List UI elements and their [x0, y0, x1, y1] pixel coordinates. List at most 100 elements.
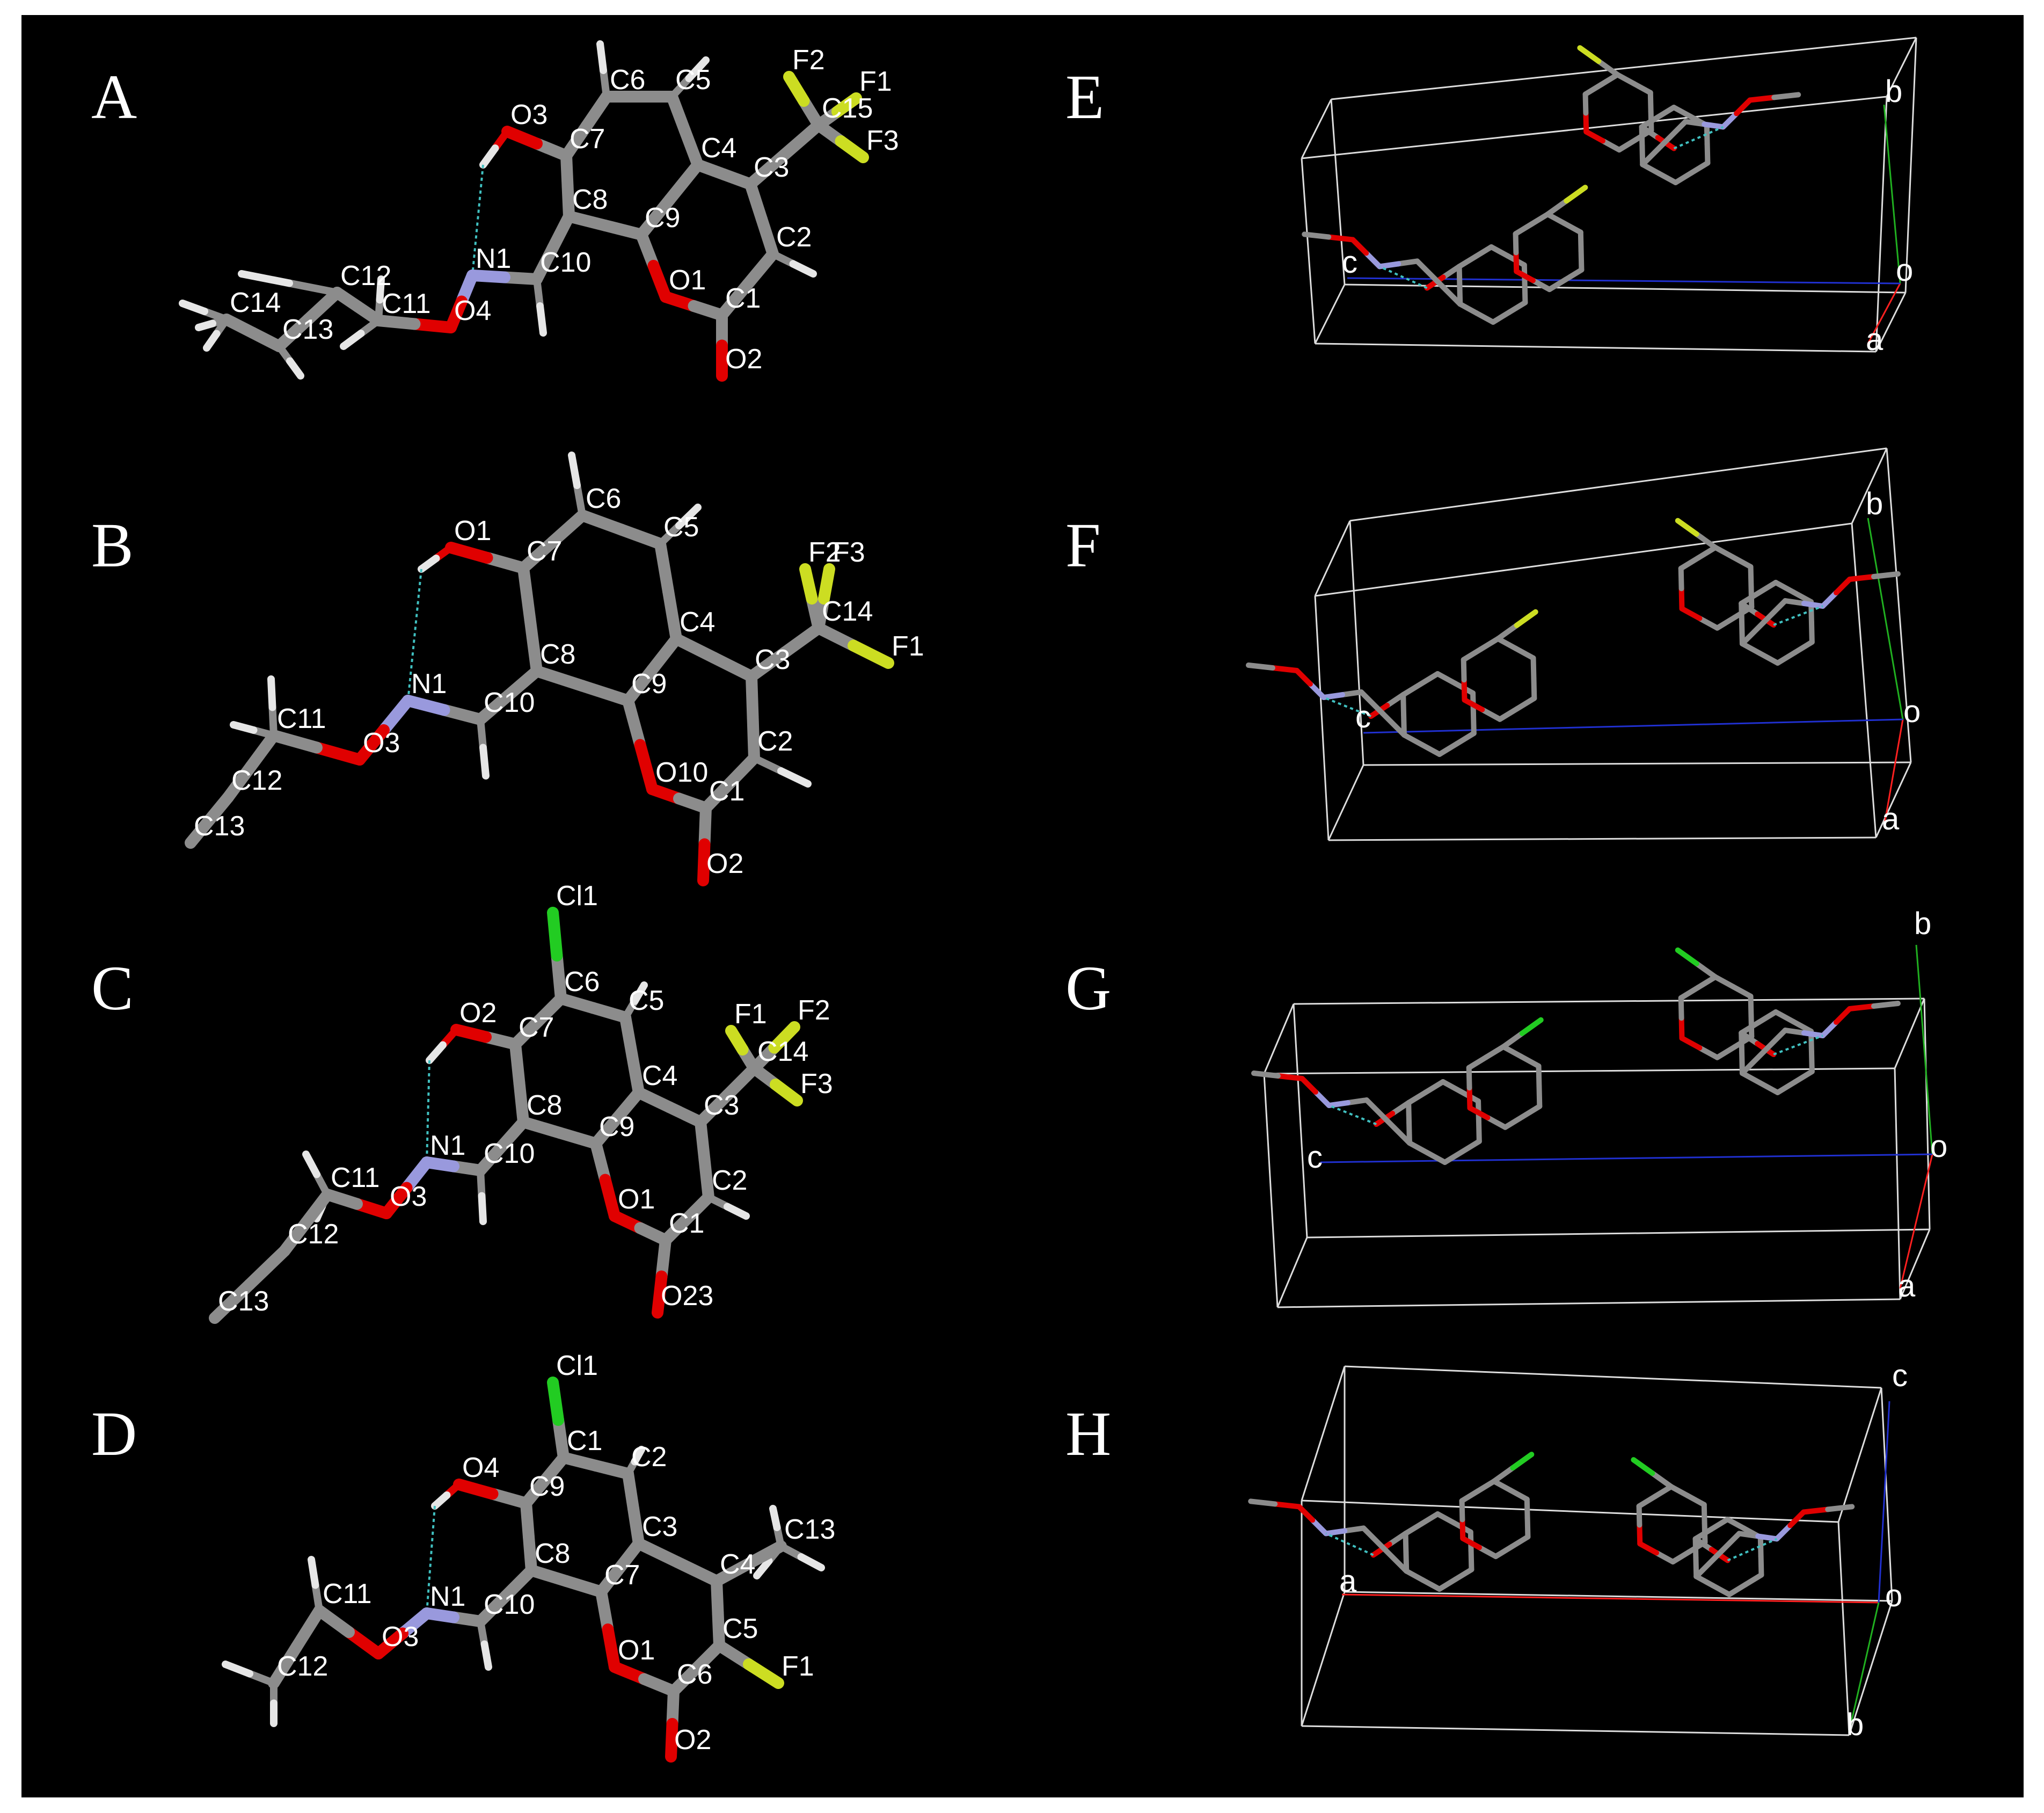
h-bond-stick-11-half-2	[195, 319, 216, 331]
mol-1-a-ring-bond-4-half-2	[1791, 1018, 1814, 1034]
bond-c6-cl1-half-2	[547, 907, 563, 962]
atom-label-f3: F3	[866, 125, 899, 156]
mol-1-b-ring-bond-2-half-1	[1637, 1522, 1643, 1547]
bond-c1-cl1-half-2	[547, 1377, 564, 1426]
bond-c9-o1-half-2	[599, 1174, 620, 1222]
bond-o3-c11-half-2	[268, 730, 323, 754]
mol-1-b-ring-bond-1-half-2	[1583, 129, 1605, 144]
bond-c3-c14-half-1	[746, 646, 791, 682]
mol-0-a-ring-bond-1-half-1	[1473, 310, 1496, 325]
mol-0-b-ring-bond-2-half-1	[1461, 677, 1468, 703]
mol-0-a-ring-bond-5-half-2	[1470, 710, 1477, 736]
packing-panel-e	[1301, 37, 1917, 353]
cell-edge-back-3	[1349, 520, 1364, 766]
bond-c8-c10-half-2	[474, 689, 515, 725]
mol-1-alkyl-half-2	[1871, 1001, 1901, 1009]
bond-c7-c8-half-1	[509, 1038, 525, 1089]
cell-edge-back-2	[1306, 1228, 1930, 1239]
bond-c8-c9-half-1	[531, 665, 588, 692]
bond-c9-c4-half-2	[663, 159, 704, 206]
mol-1-a-ring-bond-0-half-1	[1792, 1068, 1815, 1085]
mol-0-a-ring-bond-1-half-2	[1457, 301, 1479, 316]
bond-c2-c3-half-1	[747, 711, 760, 764]
mol-0-imine-half-1	[1382, 1547, 1410, 1574]
mol-1-a-ring-bond-5-half-2	[1704, 141, 1711, 166]
mol-1-b-ring-bond-4-half-2	[1730, 984, 1754, 999]
mol-0-b-ring-bond-0-half-1	[1514, 695, 1537, 712]
mol-0-a-ring-bond-0-half-1	[1452, 1567, 1474, 1582]
mol-1-substituent-half-2	[1577, 45, 1602, 64]
mol-0-imine-half-2	[1414, 258, 1442, 286]
mol-0-a-ring-bond-0-half-1	[1506, 300, 1528, 315]
mol-1-b-ring-bond-0-half-2	[1616, 137, 1638, 153]
bond-c11-c12-half-2	[268, 1641, 303, 1689]
atom-label-c8: C8	[527, 1090, 562, 1121]
h-bond-stick-2-half-2	[478, 1192, 487, 1225]
atom-label-c14: C14	[757, 1036, 808, 1067]
cell-edge-depth-0	[1301, 1366, 1346, 1501]
cell-edge-depth-2	[1848, 1600, 1893, 1736]
bond-c8-c10-half-1	[500, 1564, 537, 1602]
bond-c3-c4-half-1	[708, 652, 757, 682]
mol-1-a-ring-bond-3-half-2	[1756, 1009, 1779, 1025]
mol-1-no-half-1	[1720, 111, 1740, 130]
bond-c9-c4-half-1	[622, 664, 658, 707]
h-bond-stick-1-half-2	[724, 1203, 750, 1220]
atom-label-c4: C4	[642, 1060, 677, 1091]
bond-c12-c13-half-2	[273, 314, 314, 352]
bond-c7-c8-half-1	[517, 562, 536, 625]
mol-0-b-ring-bond-4-half-1	[1500, 1044, 1524, 1059]
cell-edge-front-2	[1301, 1725, 1850, 1736]
atom-label-c13: C13	[282, 314, 333, 345]
bond-c1-c2-half-2	[741, 248, 779, 290]
mol-0-cn-half-1	[1339, 689, 1364, 698]
cell-edge-depth-1	[1894, 998, 1925, 1069]
atom-label-c5: C5	[722, 1613, 758, 1644]
bond-c9-o4-half-2	[453, 1479, 499, 1500]
h-bond-stick-4-half-2	[769, 1505, 781, 1531]
cell-edge-back-2	[1344, 283, 1906, 294]
mol-0-a-ring-bond-0-half-2	[1436, 1576, 1458, 1592]
atom-label-c10: C10	[540, 247, 591, 278]
mol-0-cn-half-2	[1320, 692, 1345, 701]
mol-1-b-ring-bond-1-half-1	[1697, 615, 1720, 631]
mol-0-imine-half-1	[1385, 1119, 1412, 1146]
axis-label-g-b: b	[1914, 906, 1931, 941]
bond-c11-c12-half-1	[290, 1605, 325, 1653]
atom-label-c2: C2	[757, 726, 793, 757]
axis-b-line	[1915, 944, 1933, 1155]
axis-label-f-c: c	[1355, 700, 1371, 734]
mol-0-hbond	[1323, 696, 1371, 717]
mol-0-a-ring-bond-0-half-2	[1490, 309, 1512, 325]
bond-c9-o10-half-2	[634, 739, 658, 795]
mol-1-imine-half-1	[1739, 620, 1766, 647]
mol-1-a-ring-bond-1-half-1	[1757, 1080, 1780, 1095]
cell-edge-front-2	[1277, 1298, 1901, 1308]
atom-label-c1: C1	[567, 1425, 602, 1457]
panel-letter-c: C	[91, 953, 134, 1023]
mol-0-alkyl-half-2	[1245, 662, 1275, 671]
mol-0-a-ring-bond-4-half-1	[1488, 244, 1511, 259]
mol-0-substituent-half-1	[1500, 1030, 1525, 1050]
cell-edge-depth-1	[1886, 37, 1917, 97]
h-bond-stick-0-half-2	[631, 981, 648, 1005]
bond-c7-o1-half-2	[602, 1623, 620, 1673]
axis-b-line	[1867, 518, 1904, 720]
h-bond-stick-5-half-2	[376, 275, 385, 304]
mol-1-a-ring-bond-5-half-2	[1758, 1553, 1764, 1578]
mol-1-a-ring-bond-4-half-2	[1791, 589, 1814, 605]
mol-0-a-ring-bond-1-half-2	[1406, 1140, 1430, 1156]
mol-0-no-half-1	[1307, 681, 1326, 701]
atom-label-c10: C10	[484, 687, 535, 718]
mol-0-b-ring-bond-5-half-1	[1524, 1496, 1530, 1521]
atom-label-f2: F2	[808, 537, 841, 568]
atom-label-c11: C11	[382, 288, 431, 319]
mol-0-a-ring-bond-4-half-1	[1435, 1511, 1457, 1526]
mol-1-imine-half-2	[1715, 1531, 1742, 1558]
mol-1-alkyl-half-2	[1871, 571, 1901, 580]
mol-1-b-ring-bond-3-half-2	[1598, 72, 1620, 88]
atom-label-c11: C11	[277, 703, 326, 734]
atom-label-c4: C4	[701, 133, 736, 164]
bond-c3-c15-half-2	[778, 119, 824, 161]
mol-1-cn-half-2	[1755, 1533, 1780, 1542]
